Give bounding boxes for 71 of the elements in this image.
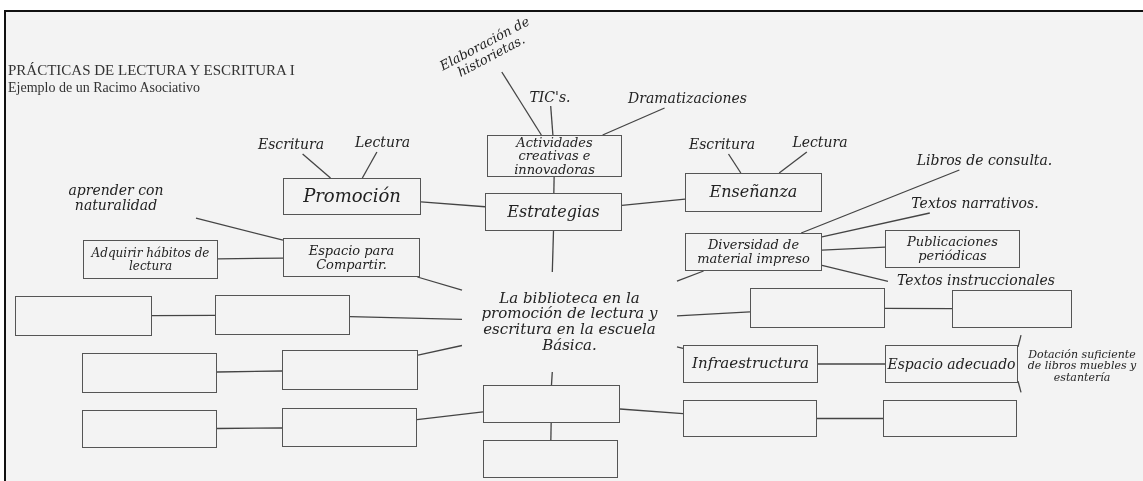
concept-text: Textos narrativos.: [880, 193, 1070, 213]
concept-text: aprender con naturalidad: [36, 172, 196, 224]
concept-box: Actividades creativas e innovadoras: [487, 135, 622, 177]
concept-box: Infraestructura: [683, 345, 818, 383]
connector-line: [1017, 334, 1022, 348]
empty-box: [483, 440, 618, 478]
concept-box: Publicaciones periódicas: [885, 230, 1020, 268]
empty-box: [282, 350, 418, 390]
concept-text: Dramatizaciones: [600, 88, 775, 108]
connector-line: [821, 212, 931, 238]
concept-box: Espacio adecuado: [885, 345, 1018, 383]
title: PRÁCTICAS DE LECTURA Y ESCRITURA I: [8, 62, 295, 79]
empty-box: [82, 410, 217, 448]
empty-box: [883, 400, 1017, 437]
connector-line: [884, 307, 953, 310]
concept-text: Lectura: [340, 132, 425, 152]
concept-text: Libros de consulta.: [882, 150, 1087, 170]
connector-line: [621, 198, 686, 206]
empty-box: [82, 353, 217, 393]
connector-line: [501, 71, 542, 136]
concept-text: Escritura: [672, 134, 772, 154]
connector-line: [817, 363, 886, 365]
concept-box: Adquirir hábitos de lectura: [83, 240, 218, 279]
concept-text: La biblioteca en la promoción de lectura y escritura en la escuela Básica.: [462, 272, 677, 372]
connector-line: [816, 417, 884, 420]
connector-line: [550, 371, 553, 386]
empty-box: [952, 290, 1072, 328]
empty-box: [483, 385, 620, 423]
connector-line: [416, 411, 484, 421]
concept-text: Escritura: [246, 134, 336, 154]
empty-box: [15, 296, 152, 336]
connector-line: [151, 314, 216, 317]
connector-line: [361, 151, 378, 179]
connector-line: [778, 151, 808, 174]
connector-line: [420, 201, 486, 208]
connector-line: [1017, 380, 1022, 394]
concept-box: Promoción: [283, 178, 421, 215]
connector-line: [216, 370, 283, 373]
subtitle: Ejemplo de un Racimo Asociativo: [8, 80, 201, 96]
connector-line: [821, 246, 886, 251]
empty-box: [215, 295, 350, 335]
connector-line: [821, 264, 889, 283]
connector-line: [301, 153, 332, 179]
connector-line: [676, 346, 684, 349]
connector-line: [619, 408, 684, 415]
connector-line: [349, 316, 463, 321]
connector-line: [416, 276, 463, 291]
connector-line: [550, 422, 552, 441]
connector-line: [217, 257, 284, 260]
concept-box: Espacio para Compartir.: [283, 238, 420, 277]
empty-box: [282, 408, 417, 447]
empty-box: [683, 400, 817, 437]
empty-box: [750, 288, 885, 328]
connector-line: [216, 427, 283, 430]
concept-text: Textos instruccionales: [888, 271, 1064, 290]
connector-line: [727, 153, 742, 174]
connector-line: [551, 230, 555, 273]
connector-line: [417, 344, 463, 356]
concept-text: Lectura: [775, 132, 865, 152]
concept-box: Enseñanza: [685, 173, 822, 212]
concept-box: Estrategias: [485, 193, 622, 231]
concept-text: Dotación suficiente de libros muebles y estantería: [1021, 322, 1143, 410]
concept-box: Diversidad de material impreso: [685, 233, 822, 271]
connector-line: [550, 105, 554, 136]
connector-line: [195, 217, 284, 241]
connector-line: [800, 169, 961, 234]
connector-line: [553, 176, 555, 194]
connector-line: [602, 107, 666, 136]
connector-line: [676, 311, 751, 317]
concept-text: TIC's.: [520, 88, 580, 106]
connector-line: [676, 270, 705, 282]
